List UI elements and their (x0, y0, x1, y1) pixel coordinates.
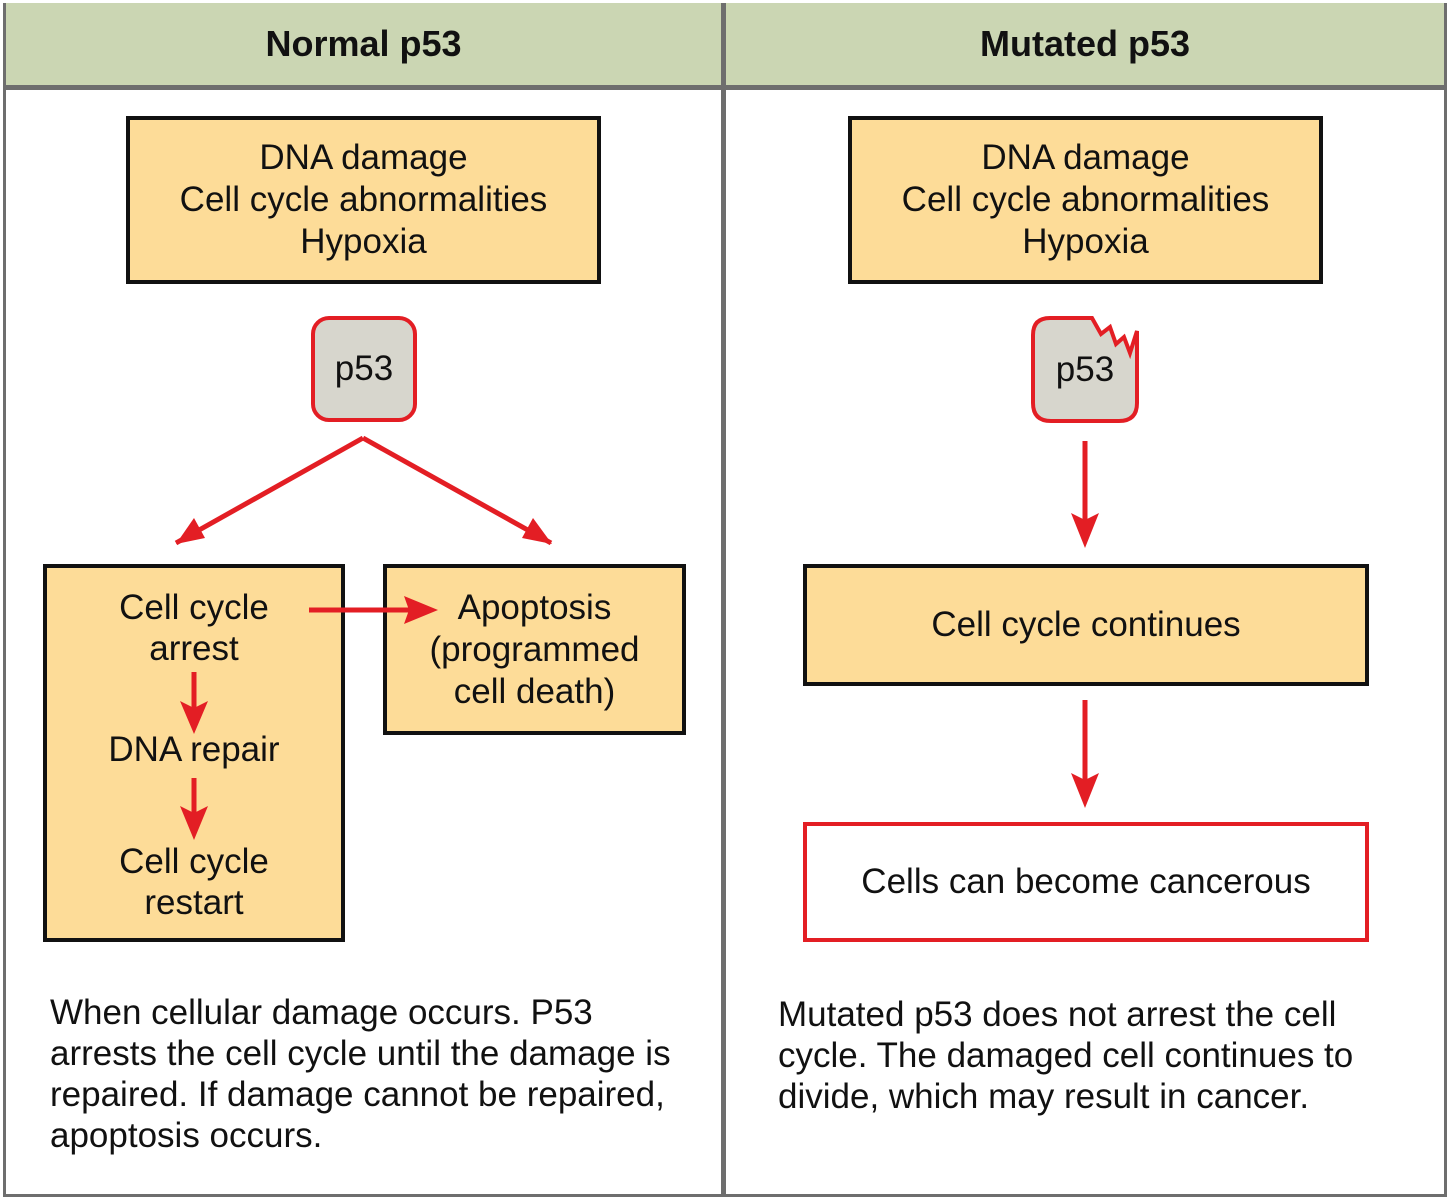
arrest-repair-box (43, 564, 345, 942)
cell-cycle-restart-text: Cell cycle restart (119, 842, 269, 922)
arrowhead-p53-to-continues (1071, 513, 1099, 548)
trigger-line-cell-cycle-abnormalities-mutated: Cell cycle abnormalities (901, 180, 1270, 219)
arrowhead-arrest-to-apoptosis (404, 596, 438, 624)
arrowhead-arrest-to-repair (180, 701, 208, 734)
arrowhead-repair-to-restart (180, 806, 208, 840)
dna-repair-text: DNA repair (108, 730, 280, 769)
trigger-line-cell-cycle-abnormalities: Cell cycle abnormalities (179, 180, 548, 219)
cancerous-box: Cells can become cancerous (803, 822, 1369, 942)
mutated-caption: Mutated p53 does not arrest the cell cyc… (778, 995, 1354, 1116)
trigger-box-mutated: DNA damage Cell cycle abnormalities Hypo… (848, 116, 1323, 284)
header-normal-p53: Normal p53 (6, 3, 721, 85)
branch-arrowhead-left (176, 518, 205, 544)
cell-cycle-continues-text: Cell cycle continues (931, 605, 1241, 644)
apoptosis-box: Apoptosis (programmed cell death) (383, 564, 686, 735)
cell-cycle-arrest-text: Cell cycle arrest (119, 588, 269, 668)
p53-mutated-node: p53 (1033, 318, 1137, 421)
trigger-line-hypoxia: Hypoxia (300, 222, 427, 261)
trigger-line-dna-damage-mutated: DNA damage (981, 138, 1190, 177)
apoptosis-text: Apoptosis (programmed cell death) (429, 587, 640, 711)
header-mutated-label: Mutated p53 (979, 23, 1191, 64)
cancerous-text: Cells can become cancerous (861, 862, 1311, 901)
branch-arrow-to-apoptosis (361, 435, 553, 546)
p53-normal-label: p53 (334, 349, 394, 388)
cell-cycle-continues-box: Cell cycle continues (803, 564, 1369, 686)
arrowhead-continues-to-cancer (1071, 773, 1099, 808)
p53-normal-node: p53 (311, 316, 417, 422)
branch-arrows (174, 435, 553, 546)
trigger-box-normal: DNA damage Cell cycle abnormalities Hypo… (126, 116, 601, 284)
header-normal-label: Normal p53 (265, 23, 462, 64)
normal-caption: When cellular damage occurs. P53 arrests… (50, 993, 671, 1155)
p53-mutated-shape (1031, 316, 1139, 423)
trigger-line-hypoxia-mutated: Hypoxia (1022, 222, 1149, 261)
header-mutated-p53: Mutated p53 (726, 3, 1444, 85)
branch-arrow-to-arrest (174, 435, 365, 546)
trigger-line-dna-damage: DNA damage (259, 138, 468, 177)
column-divider (721, 3, 726, 1194)
p53-mutated-label: p53 (1055, 349, 1115, 389)
branch-arrowhead-right (522, 518, 552, 544)
